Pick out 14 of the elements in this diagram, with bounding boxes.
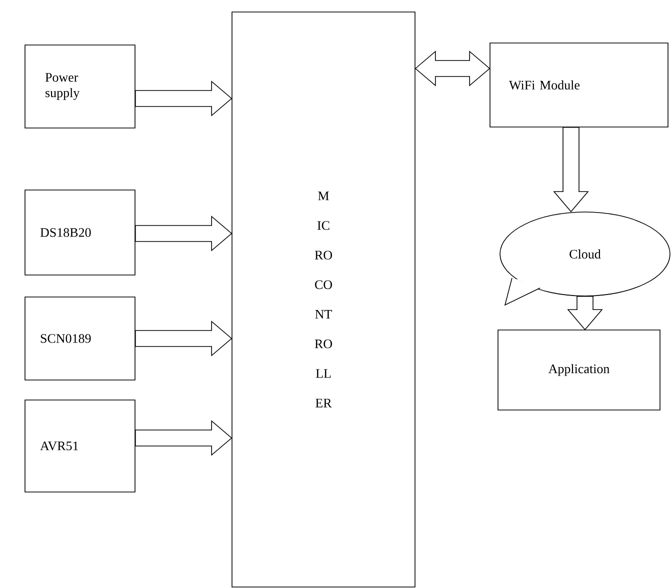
process-box: WiFi Module [490, 42, 668, 128]
block-arrow [135, 80, 232, 116]
block-arrow [135, 216, 232, 252]
process-box: SCN0189 [24, 296, 136, 380]
speech-bubble: Cloud [500, 212, 670, 306]
controller-box: MICROCONTROLLER [232, 12, 416, 588]
block-arrow [135, 420, 232, 456]
process-box: Power supply [24, 44, 136, 128]
block-arrow [567, 296, 603, 330]
process-box: Application [498, 330, 660, 410]
process-box: DS18B20 [24, 190, 136, 276]
block-arrow [135, 320, 232, 356]
block-arrow [553, 127, 589, 212]
process-box: AVR51 [24, 400, 136, 492]
